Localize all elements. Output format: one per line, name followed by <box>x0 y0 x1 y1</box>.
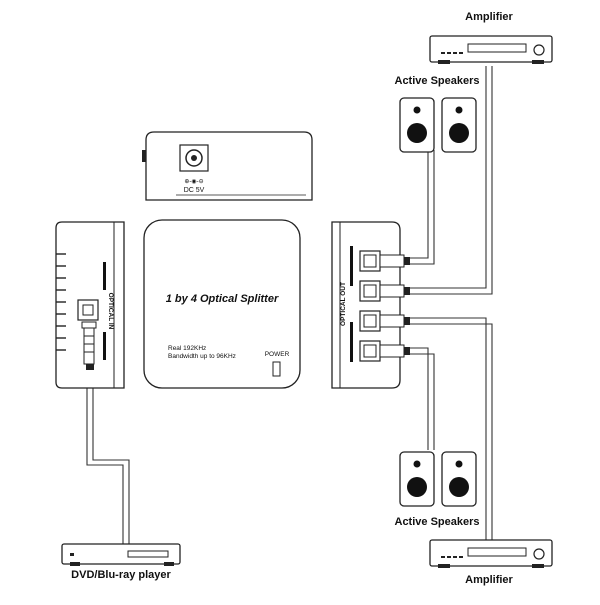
splitter-output-side: OPTICAL OUT <box>331 221 410 389</box>
cables <box>86 66 493 548</box>
output-port-1 <box>359 250 410 272</box>
cable-out3-to-amplifier-bottom-b <box>410 323 493 540</box>
dvd-player-label: DVD/Blu-ray player <box>71 569 171 581</box>
speakers-top-label: Active Speakers <box>395 75 480 87</box>
cable-out4-to-speakers-bottom <box>410 347 429 450</box>
cable-out2-to-amplifier-top-b <box>410 66 493 295</box>
cable-source-to-input-b <box>92 368 130 548</box>
spec-line-2: Bandwidth up to 96KHz <box>168 353 236 360</box>
splitter-input-side: OPTICAL IN <box>55 221 125 389</box>
output-port-3 <box>359 310 410 332</box>
power-led <box>272 361 281 377</box>
dc-polarity-symbol: ⊕-◉-⊖ <box>184 179 203 185</box>
dc-5v-label: DC 5V <box>184 187 205 194</box>
splitter-title: 1 by 4 Optical Splitter <box>166 293 279 305</box>
optical-out-label: OPTICAL OUT <box>340 282 347 326</box>
dvd-player <box>61 543 181 566</box>
amplifier-bottom-label: Amplifier <box>465 574 513 586</box>
cable-out1-to-speakers-top-b <box>410 150 435 265</box>
vent-slots-left <box>56 253 66 351</box>
speakers-bottom-label: Active Speakers <box>395 516 480 528</box>
output-port-4 <box>359 340 410 362</box>
optical-in-label: OPTICAL IN <box>107 293 114 330</box>
output-port-2 <box>359 280 410 302</box>
amplifier-bottom <box>429 539 553 568</box>
cable-out2-to-amplifier-top <box>410 66 487 289</box>
cable-out3-to-amplifier-bottom <box>410 317 487 540</box>
speakers-top <box>399 97 477 153</box>
splitter-back-panel: ⊕-◉-⊖ DC 5V <box>142 131 313 201</box>
splitter-top-face: 1 by 4 Optical Splitter Real 192KHz Band… <box>143 219 301 389</box>
spec-line-1: Real 192KHz <box>168 345 206 352</box>
cable-source-to-input <box>86 368 124 548</box>
amplifier-top-label: Amplifier <box>465 11 513 23</box>
amplifier-top <box>429 35 553 64</box>
speakers-bottom <box>399 451 477 507</box>
cable-out1-to-speakers-top <box>410 150 429 259</box>
cable-out4-to-speakers-bottom-b <box>410 353 435 450</box>
power-label: POWER <box>265 351 290 358</box>
